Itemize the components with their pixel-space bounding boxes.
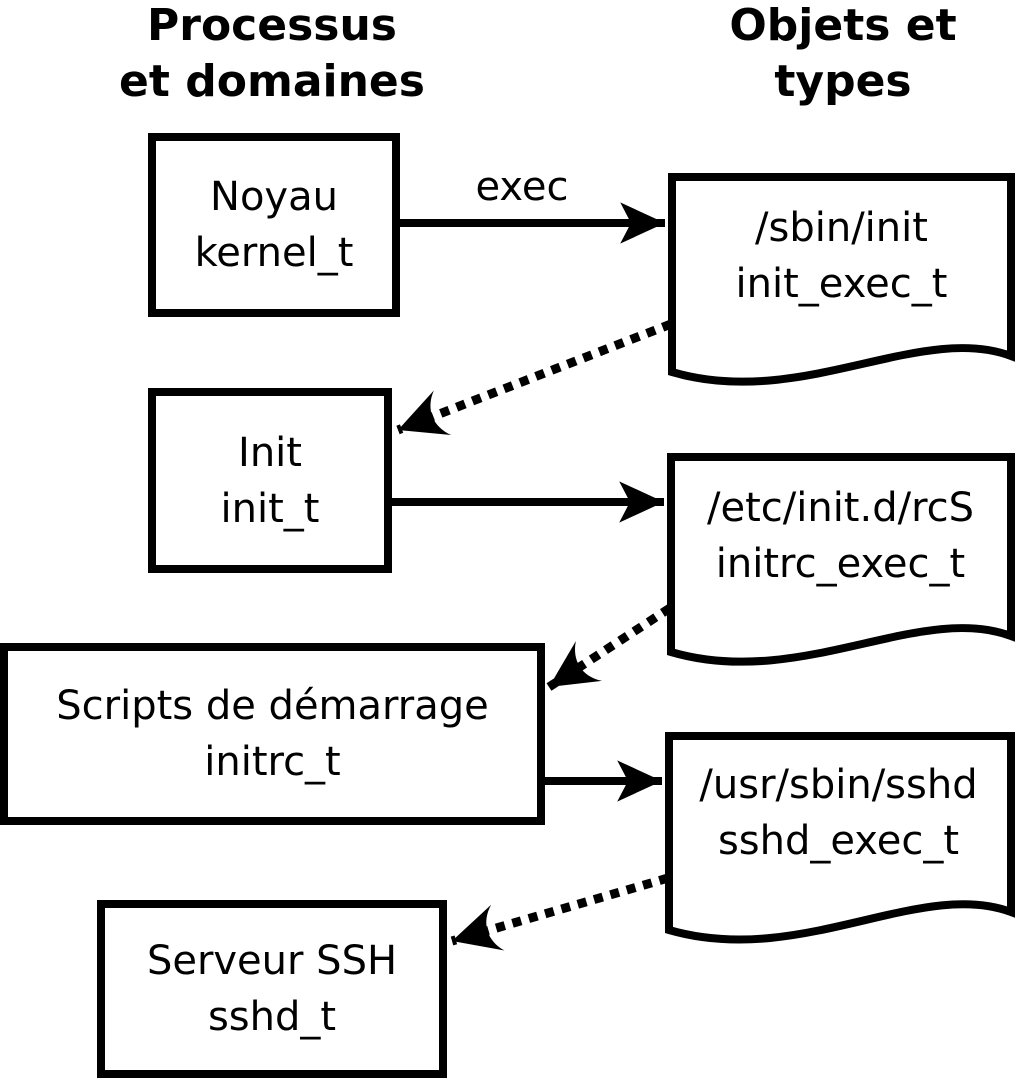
file-type: sshd_exec_t [717, 818, 960, 864]
process-box-kernel: Noyau kernel_t [148, 133, 400, 317]
process-name: Scripts de démarrage [56, 683, 489, 729]
file-path: /sbin/init [755, 205, 928, 251]
process-name: Serveur SSH [146, 938, 398, 984]
column-header-processes: Processus et domaines [82, 0, 462, 110]
file-path: /usr/sbin/sshd [699, 762, 978, 808]
file-type: init_exec_t [735, 261, 948, 307]
column-header-line: Processus [147, 0, 397, 51]
document-shape-usr-sbin-sshd [665, 732, 1015, 944]
process-domain-type: kernel_t [194, 230, 354, 276]
document-label-sbin-init: /sbin/init init_exec_t [668, 200, 1015, 312]
process-name: Init [238, 429, 302, 476]
column-header-objects: Objets et types [653, 0, 1024, 110]
document-label-etc-initd-rcs: /etc/init.d/rcS initrc_exec_t [667, 480, 1014, 592]
process-domain-type: initrc_t [204, 739, 341, 785]
process-box-sshd: Serveur SSH sshd_t [97, 900, 447, 1078]
column-header-line: types [774, 56, 912, 107]
transition-arrow-rcs-to-initrc [546, 604, 673, 691]
process-domain-type: sshd_t [207, 994, 337, 1040]
file-path: /etc/init.d/rcS [706, 485, 975, 531]
document-label-usr-sbin-sshd: /usr/sbin/sshd sshd_exec_t [665, 757, 1012, 869]
process-domain-type: init_t [220, 485, 320, 532]
document-shape-etc-initd-rcs [667, 453, 1015, 666]
transition-arrow-sshd-exec-to-sshd [450, 873, 670, 951]
document-shape-sbin-init [668, 173, 1015, 386]
column-header-line: Objets et [729, 0, 957, 51]
transition-arrow-sbin-init-to-init [396, 319, 673, 435]
exec-arrow-label: exec [475, 164, 569, 210]
file-type: initrc_exec_t [715, 541, 966, 587]
column-header-line: et domaines [119, 56, 425, 107]
process-box-init: Init init_t [148, 388, 392, 573]
process-name: Noyau [210, 174, 338, 220]
process-box-initrc: Scripts de démarrage initrc_t [0, 643, 545, 825]
